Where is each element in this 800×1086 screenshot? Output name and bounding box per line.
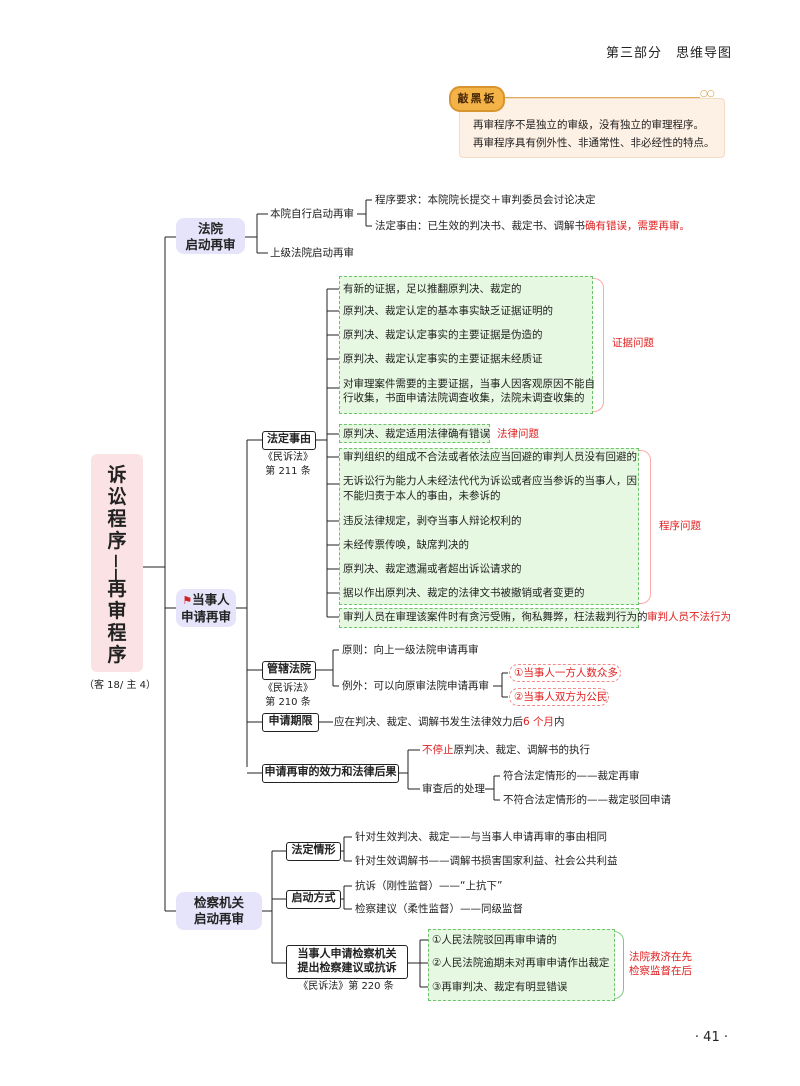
flag-icon: ⚑ [182, 594, 193, 607]
judge-label: 审判人员不法行为 [647, 611, 731, 623]
branch-party-apply: ⚑当事人 申请再审 [176, 589, 236, 627]
effect-subitem: 符合法定情形的——裁定再审 [503, 770, 640, 782]
judge-group [339, 608, 639, 628]
node-procedure-requirement: 程序要求：本院院长提交＋审判委员会讨论决定 [375, 194, 596, 206]
ground-item: 据以作出原判决、裁定的法律文书被撤销或者变更的 [343, 587, 585, 599]
ground-item: 违反法律规定，剥夺当事人辩论权利的 [343, 515, 522, 527]
text-red: 6 个月 [523, 716, 555, 728]
ground-item: 原判决、裁定遗漏或者超出诉讼请求的 [343, 563, 522, 575]
evidence-label: 证据问题 [612, 337, 654, 349]
box-period: 申请期限 [262, 713, 319, 732]
root-title-top: 诉讼程序 [107, 464, 127, 552]
ground-item: 未经传票传唤，缺席判决的 [343, 539, 469, 551]
cite: 《民诉法》 [263, 683, 313, 694]
box-party-apply-procuratorate: 当事人申请检察机关 提出检察建议或抗诉 [286, 945, 408, 979]
root-caption: （客 18/ 主 4） [84, 680, 156, 691]
branch-label: 申请再审 [180, 609, 231, 624]
ground-item: 对审理案件需要的主要证据，当事人因客观原因不能自 [343, 378, 595, 390]
ground-item: 审判人员在审理该案件时有贪污受贿，徇私舞弊，枉法裁判行为的 [343, 611, 648, 623]
procedure-brace [639, 450, 651, 604]
jurisdiction-exception: 例外：可以向原审法院申请再审 [342, 680, 489, 692]
exception-item: ②当事人双方为公民 [514, 691, 608, 703]
period-text: 应在判决、裁定、调解书发生法律效力后6 个月内 [334, 715, 565, 729]
box-statutory-grounds: 法定事由 [262, 431, 316, 450]
node-superior-initiated: 上级法院启动再审 [270, 247, 354, 259]
party-apply-item: ②人民法院逾期未对再审申请作出裁定 [432, 957, 610, 969]
side-note: 检察监督在后 [629, 965, 692, 977]
article: 第 211 条 [265, 466, 311, 477]
situation-item: 针对生效调解书——调解书损害国家利益、社会公共利益 [355, 855, 618, 867]
text-plain: 内 [554, 716, 565, 728]
exception-outline [509, 688, 609, 706]
law-group [339, 424, 490, 443]
node-statutory-cause: 法定事由：已生效的判决书、裁定书、调解书确有错误，需要再审。 [375, 219, 690, 233]
party-apply-brace [614, 931, 624, 999]
article: 第 210 条 [265, 697, 311, 708]
note-tag: 敲黑板 [449, 86, 505, 112]
page-number: · 41 · [694, 1030, 728, 1045]
evidence-group [339, 276, 593, 414]
note-dots-icon: ○○ [700, 89, 715, 99]
cite: 《民诉法》 [263, 452, 313, 463]
situation-item: 针对生效判决、裁定——与当事人申请再审的事由相同 [355, 831, 607, 843]
note-line: 再审程序不是独立的审级，没有独立的审理程序。 [473, 119, 704, 131]
jurisdiction-principle: 原则：向上一级法院申请再审 [342, 644, 479, 656]
cite: 《民诉法》第 220 条 [298, 981, 394, 992]
root-title-bottom: 再审程序 [107, 578, 127, 666]
exception-item: ①当事人一方人数众多 [514, 667, 618, 679]
branch-label: 法院 [197, 221, 223, 236]
procedure-label: 程序问题 [659, 520, 701, 532]
ground-item: 无诉讼行为能力人未经法代代为诉讼或者应当参诉的当事人，因 [343, 475, 637, 487]
ground-item: 原判决、裁定认定事实的主要证据未经质证 [343, 353, 543, 365]
text-plain: 原判决、裁定、调解书的执行 [453, 744, 591, 756]
method-item: 抗诉（刚性监督）——“上抗下” [355, 880, 503, 892]
branch-court-initiated: 法院 启动再审 [176, 218, 245, 254]
party-apply-item: ①人民法院驳回再审申请的 [432, 934, 557, 946]
ground-item: 原判决、裁定认定的基本事实缺乏证据证明的 [343, 305, 553, 317]
branch-label: 启动再审 [185, 237, 236, 252]
branch-label: 当事人 [192, 592, 230, 607]
ground-item: 审判组织的组成不合法或者依法应当回避的审判人员没有回避的 [343, 451, 637, 463]
page-header: 第三部分 思维导图 [605, 46, 732, 61]
exception-outline [509, 664, 621, 682]
root-node: 诉讼程序 —— 再审程序 [91, 454, 143, 672]
party-apply-item: ③再审判决、裁定有明显错误 [432, 981, 568, 993]
method-item: 检察建议（柔性监督）——同级监督 [355, 903, 523, 915]
effect-item: 审查后的处理 [422, 783, 485, 795]
box-label: 提出检察建议或抗诉 [297, 961, 397, 974]
box-label: 当事人申请检察机关 [297, 947, 397, 960]
box-situations: 法定情形 [286, 842, 341, 861]
note-box: 再审程序不是独立的审级，没有独立的审理程序。 再审程序具有例外性、非通常性、非必… [459, 98, 725, 158]
ground-item: 不能归责于本人的事由，未参诉的 [343, 490, 501, 502]
law-label: 法律问题 [497, 428, 539, 440]
side-note: 法院救济在先 [629, 951, 692, 963]
text-plain: 法定事由：已生效的判决书、裁定书、调解书 [375, 220, 585, 232]
effect-subitem: 不符合法定情形的——裁定驳回申请 [503, 794, 671, 806]
note-line: 再审程序具有例外性、非通常性、非必经性的特点。 [473, 137, 715, 149]
node-self-initiated: 本院自行启动再审 [270, 208, 354, 220]
text-red: 确有错误，需要再审。 [585, 220, 690, 232]
text-red: 不停止 [422, 744, 454, 756]
party-apply-group [428, 929, 615, 1001]
root-dash: —— [108, 554, 124, 582]
branch-procuratorate: 检察机关 启动再审 [176, 892, 262, 930]
procedure-group [339, 448, 639, 605]
ground-item: 原判决、裁定认定事实的主要证据是伪造的 [343, 329, 543, 341]
text-plain: 应在判决、裁定、调解书发生法律效力后 [334, 716, 523, 728]
note-rule [505, 97, 700, 98]
ground-item: 有新的证据，足以推翻原判决、裁定的 [343, 283, 522, 295]
ground-item: 原判决、裁定适用法律确有错误 [343, 428, 490, 440]
box-methods: 启动方式 [286, 890, 341, 909]
branch-label: 启动再审 [193, 911, 244, 926]
branch-label-row: ⚑当事人 [176, 592, 236, 609]
box-jurisdiction: 管辖法院 [262, 661, 316, 680]
evidence-brace [593, 278, 604, 412]
effect-item: 不停止原判决、裁定、调解书的执行 [422, 743, 590, 757]
box-effect: 申请再审的效力和法律后果 [262, 764, 399, 783]
branch-label: 检察机关 [193, 895, 244, 910]
ground-item: 行收集，书面申请法院调查收集，法院未调查收集的 [343, 392, 585, 404]
